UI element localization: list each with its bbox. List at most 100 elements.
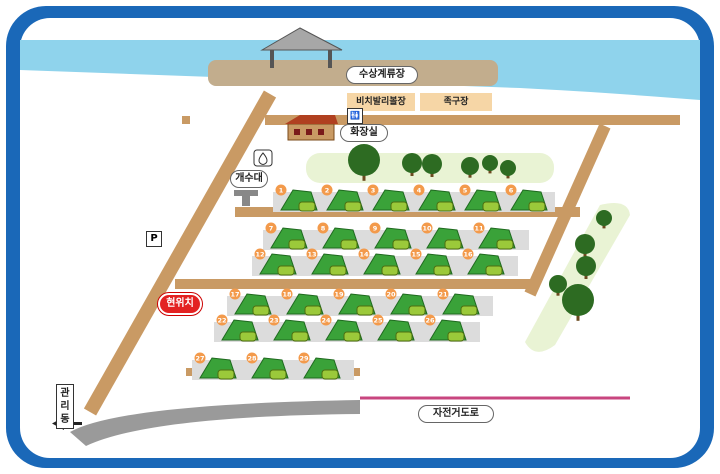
tree-icon — [348, 144, 380, 181]
site-number-badge — [369, 222, 381, 234]
campsite-12[interactable]: 12 — [254, 248, 297, 276]
soccer-field-label: 족구장 — [420, 93, 492, 111]
site-number: 7 — [269, 225, 274, 233]
site-number-badge — [317, 222, 329, 234]
campsite-27[interactable]: 27 — [194, 352, 237, 380]
campsite-5[interactable]: 5 — [459, 184, 502, 212]
campsite-8[interactable]: 8 — [317, 222, 360, 250]
campsite-20[interactable]: 20 — [385, 288, 428, 316]
campsite-15[interactable]: 15 — [410, 248, 453, 276]
campsite-11[interactable]: 11 — [473, 222, 516, 250]
site-number: 29 — [299, 355, 309, 363]
site-number-badge — [216, 314, 228, 326]
site-number-badge — [367, 184, 379, 196]
campsite-25[interactable]: 25 — [372, 314, 415, 342]
campsite-21[interactable]: 21 — [437, 288, 480, 316]
site-number: 8 — [321, 225, 326, 233]
car-icon — [329, 265, 347, 276]
car-icon — [252, 305, 270, 316]
site-number: 24 — [321, 317, 331, 325]
management-office-text: 관리동 — [60, 388, 70, 425]
management-office-label: 관리동 — [56, 384, 74, 429]
parking-sign-icon: P — [146, 231, 162, 247]
car-icon — [217, 369, 235, 380]
site-number-badge — [372, 314, 384, 326]
car-icon — [447, 331, 465, 342]
campsite-18[interactable]: 18 — [281, 288, 324, 316]
car-icon — [482, 201, 500, 212]
campsite-1[interactable]: 1 — [275, 184, 318, 212]
site-number-badge — [246, 352, 258, 364]
campsite-10[interactable]: 10 — [421, 222, 464, 250]
site-number-badge — [306, 248, 318, 260]
trees — [348, 144, 612, 321]
bike-road-label: 자전거도로 — [418, 405, 494, 423]
campsite-29[interactable]: 29 — [298, 352, 341, 380]
campsite-6[interactable]: 6 — [505, 184, 548, 212]
car-icon — [298, 201, 316, 212]
volleyball-court-label: 비치발리볼장 — [347, 93, 415, 111]
site-number-badge — [358, 248, 370, 260]
campsite-23[interactable]: 23 — [268, 314, 311, 342]
car-icon — [269, 369, 287, 380]
car-icon — [485, 265, 503, 276]
sink-label: 개수대 — [230, 170, 268, 188]
site-number-badge — [321, 184, 333, 196]
site-number-badge — [229, 288, 241, 300]
site-number: 18 — [282, 291, 292, 299]
tree-icon — [402, 153, 422, 176]
site-number: 12 — [255, 251, 264, 259]
campsite-16[interactable]: 16 — [462, 248, 505, 276]
site-number: 15 — [411, 251, 421, 259]
current-location-marker: 현위치 — [158, 293, 202, 315]
car-icon — [343, 331, 361, 342]
site-number-badge — [281, 288, 293, 300]
site-number: 23 — [269, 317, 278, 325]
car-icon — [381, 265, 399, 276]
site-number: 6 — [509, 187, 514, 195]
car-icon — [321, 369, 339, 380]
site-number-badge — [413, 184, 425, 196]
campsite-13[interactable]: 13 — [306, 248, 349, 276]
campsite-26[interactable]: 26 — [424, 314, 467, 342]
tree-icon — [482, 155, 498, 174]
campsite-7[interactable]: 7 — [265, 222, 308, 250]
campsite-2[interactable]: 2 — [321, 184, 364, 212]
site-number: 11 — [474, 225, 484, 233]
campsite-17[interactable]: 17 — [229, 288, 272, 316]
campsite-3[interactable]: 3 — [367, 184, 410, 212]
site-number-badge — [194, 352, 206, 364]
car-icon — [460, 305, 478, 316]
tree-icon — [596, 210, 612, 229]
site-number: 27 — [195, 355, 204, 363]
car-icon — [395, 331, 413, 342]
site-number: 19 — [334, 291, 344, 299]
campsite-9[interactable]: 9 — [369, 222, 412, 250]
site-number: 1 — [279, 187, 284, 195]
tree-icon — [549, 275, 567, 296]
car-icon — [344, 201, 362, 212]
campsite-4[interactable]: 4 — [413, 184, 456, 212]
site-number: 3 — [371, 187, 376, 195]
car-icon — [433, 265, 451, 276]
car-icon — [356, 305, 374, 316]
site-number-badge — [385, 288, 397, 300]
site-number: 10 — [422, 225, 432, 233]
site-number-badge — [265, 222, 277, 234]
site-number-badge — [320, 314, 332, 326]
site-number: 4 — [417, 187, 422, 195]
campsite-28[interactable]: 28 — [246, 352, 289, 380]
campsite-24[interactable]: 24 — [320, 314, 363, 342]
car-icon — [496, 239, 514, 250]
car-icon — [444, 239, 462, 250]
site-number-badge — [424, 314, 436, 326]
car-icon — [277, 265, 295, 276]
tree-icon — [562, 284, 594, 321]
restroom-label: 화장실 — [340, 124, 388, 142]
restroom-sign-icon: 🚻 — [347, 108, 363, 124]
campsite-14[interactable]: 14 — [358, 248, 401, 276]
site-number-badge — [421, 222, 433, 234]
campsite-19[interactable]: 19 — [333, 288, 376, 316]
campsite-22[interactable]: 22 — [216, 314, 259, 342]
